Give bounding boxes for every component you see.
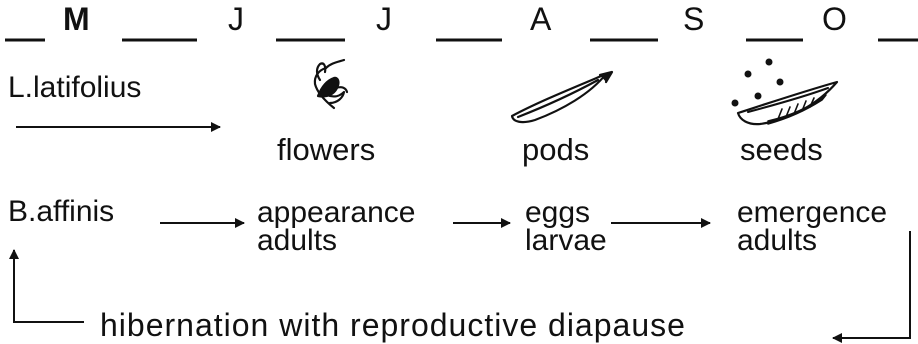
month-label: M [63, 1, 90, 37]
plant-stage-seeds: seeds [740, 132, 823, 167]
seed-pod-with-seeds-icon [732, 59, 838, 125]
insect-stage-2-line2: larvae [525, 224, 607, 257]
plant-species-label: L.latifolius [8, 71, 141, 104]
insect-stage-3-line2: adults [737, 224, 817, 257]
insect-stage-1-line2: adults [257, 224, 337, 257]
hibernation-label: hibernation with reproductive diapause [100, 307, 686, 343]
month-label: A [530, 1, 552, 37]
flower-sprig-icon [315, 60, 347, 108]
month-timeline: M J J A S O [5, 1, 918, 40]
plant-stage-pods: pods [522, 132, 589, 167]
cycle-arrow-right [833, 231, 910, 338]
insect-species-label: B.affinis [8, 195, 114, 228]
plant-stage-flowers: flowers [277, 132, 375, 167]
month-label: O [822, 1, 847, 37]
month-label: J [228, 1, 244, 37]
month-label: J [376, 1, 392, 37]
cycle-arrow-left [14, 250, 84, 322]
pea-pod-icon [512, 72, 612, 122]
month-label: S [683, 1, 704, 37]
